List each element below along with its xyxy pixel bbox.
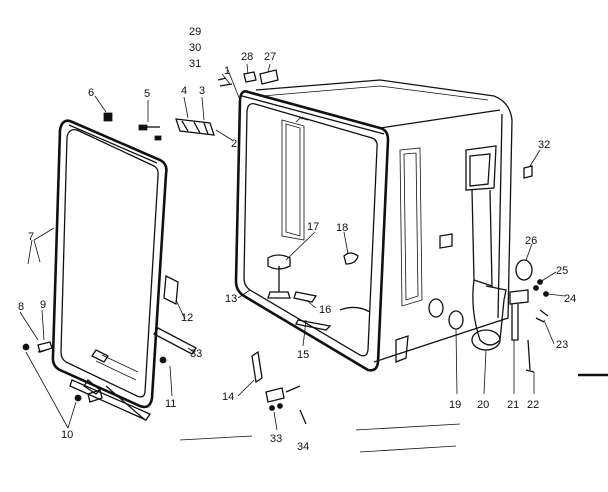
callout-5: 5 (144, 88, 150, 100)
side-hose-assembly (428, 145, 549, 373)
callout-15: 15 (297, 349, 309, 361)
callout-27: 27 (264, 51, 276, 63)
door-bottom-strip (69, 274, 197, 421)
callout-31-top: 31 (189, 58, 201, 70)
tub-inner-parts (267, 233, 453, 331)
tub-front-frame (234, 90, 390, 372)
leader-lines (19, 63, 566, 431)
callout-20: 20 (477, 399, 489, 411)
callout-23: 23 (556, 339, 568, 351)
callout-12: 12 (181, 312, 193, 324)
callout-14: 14 (222, 391, 234, 403)
callout-6: 6 (88, 87, 94, 99)
callout-16: 16 (319, 304, 331, 316)
callout-22: 22 (527, 399, 539, 411)
callout-labels: 1 2 3 4 5 6 7 8 9 10 11 12 13 14 15 16 1… (18, 26, 576, 453)
callout-17: 17 (307, 221, 319, 233)
callout-33-left: 33 (190, 348, 202, 360)
callout-8: 8 (18, 301, 24, 313)
callout-34: 34 (297, 441, 309, 453)
callout-32: 32 (538, 139, 550, 151)
callout-24: 24 (564, 293, 576, 305)
callout-7: 7 (28, 231, 34, 243)
bottom-small-parts (217, 69, 307, 425)
callout-18: 18 (336, 222, 348, 234)
door-frame-gasket (51, 119, 168, 409)
callout-11: 11 (165, 398, 176, 410)
callout-25: 25 (556, 265, 568, 277)
callout-4: 4 (181, 85, 187, 97)
callout-33-bottom: 33 (270, 433, 282, 445)
callout-1: 1 (224, 65, 230, 77)
callout-30: 30 (189, 42, 201, 54)
callout-29: 29 (189, 26, 201, 38)
callout-28: 28 (241, 51, 253, 63)
callout-13: 13 (225, 293, 237, 305)
callout-19: 19 (449, 399, 461, 411)
callout-3: 3 (199, 85, 205, 97)
callout-9: 9 (40, 299, 46, 311)
tub-body (255, 79, 513, 363)
floor-lines (179, 373, 608, 453)
callout-26: 26 (525, 235, 537, 247)
small-door-parts (22, 112, 215, 421)
callout-10: 10 (61, 429, 73, 441)
callout-21: 21 (507, 399, 519, 411)
callout-2: 2 (231, 138, 237, 150)
